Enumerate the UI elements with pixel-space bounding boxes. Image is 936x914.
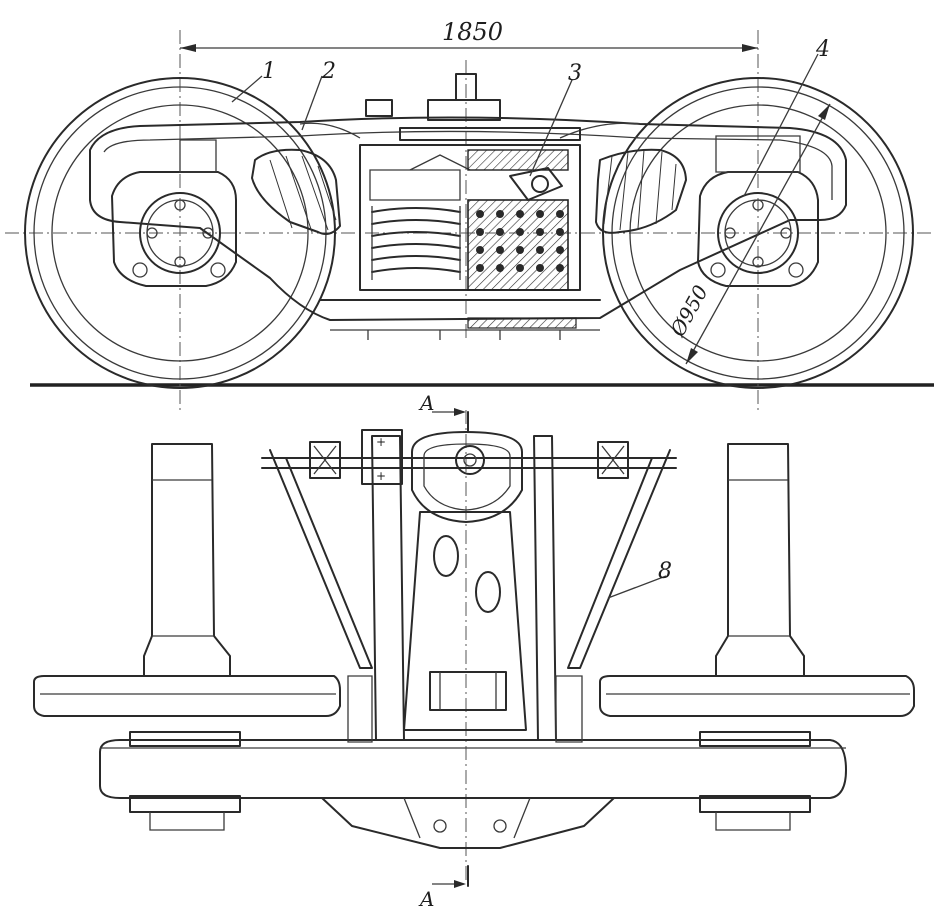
right-axle-box (697, 135, 819, 287)
section-label-bottom: A (418, 887, 434, 911)
left-axle-box (111, 139, 237, 287)
center-plate (411, 431, 523, 523)
section-label-top: A (418, 391, 434, 415)
left-spring-set (371, 206, 461, 280)
side-frame (89, 116, 847, 340)
callout-4: 4 (743, 37, 830, 197)
svg-text:+: + (376, 435, 386, 449)
callout-3: 3 (529, 61, 582, 177)
left-wheel (24, 77, 336, 389)
callout-8-text: 8 (658, 559, 672, 584)
right-spring-set-section (467, 199, 569, 291)
svg-text:+: + (376, 469, 386, 483)
wheelbase-dimension: 1850 (180, 18, 758, 52)
callout-3-text: 3 (568, 61, 582, 86)
bolster-belly (321, 797, 615, 849)
callout-2-text: 2 (321, 59, 336, 84)
callout-1: 1 (231, 59, 276, 103)
side-elevation-view: 1850 Ø950 1 2 3 4 (5, 18, 934, 410)
plan-view: A A (33, 391, 915, 911)
wheel-diameter-dimension: Ø950 (665, 103, 831, 365)
callout-4-text: 4 (815, 37, 830, 62)
wheel-diameter-text: Ø950 (665, 281, 713, 341)
callout-2: 2 (301, 59, 336, 131)
callout-8: 8 (607, 559, 672, 599)
wheelbase-dimension-text: 1850 (442, 18, 503, 46)
right-wheel-plan (599, 443, 915, 831)
bolster-and-springs (359, 73, 581, 329)
bolster-plan: + + (347, 429, 583, 743)
brake-triangle (261, 441, 677, 669)
left-wheel-plan (33, 443, 341, 831)
callout-1-text: 1 (262, 59, 276, 84)
axle (99, 739, 847, 799)
section-line-a-a: A A (418, 391, 469, 911)
